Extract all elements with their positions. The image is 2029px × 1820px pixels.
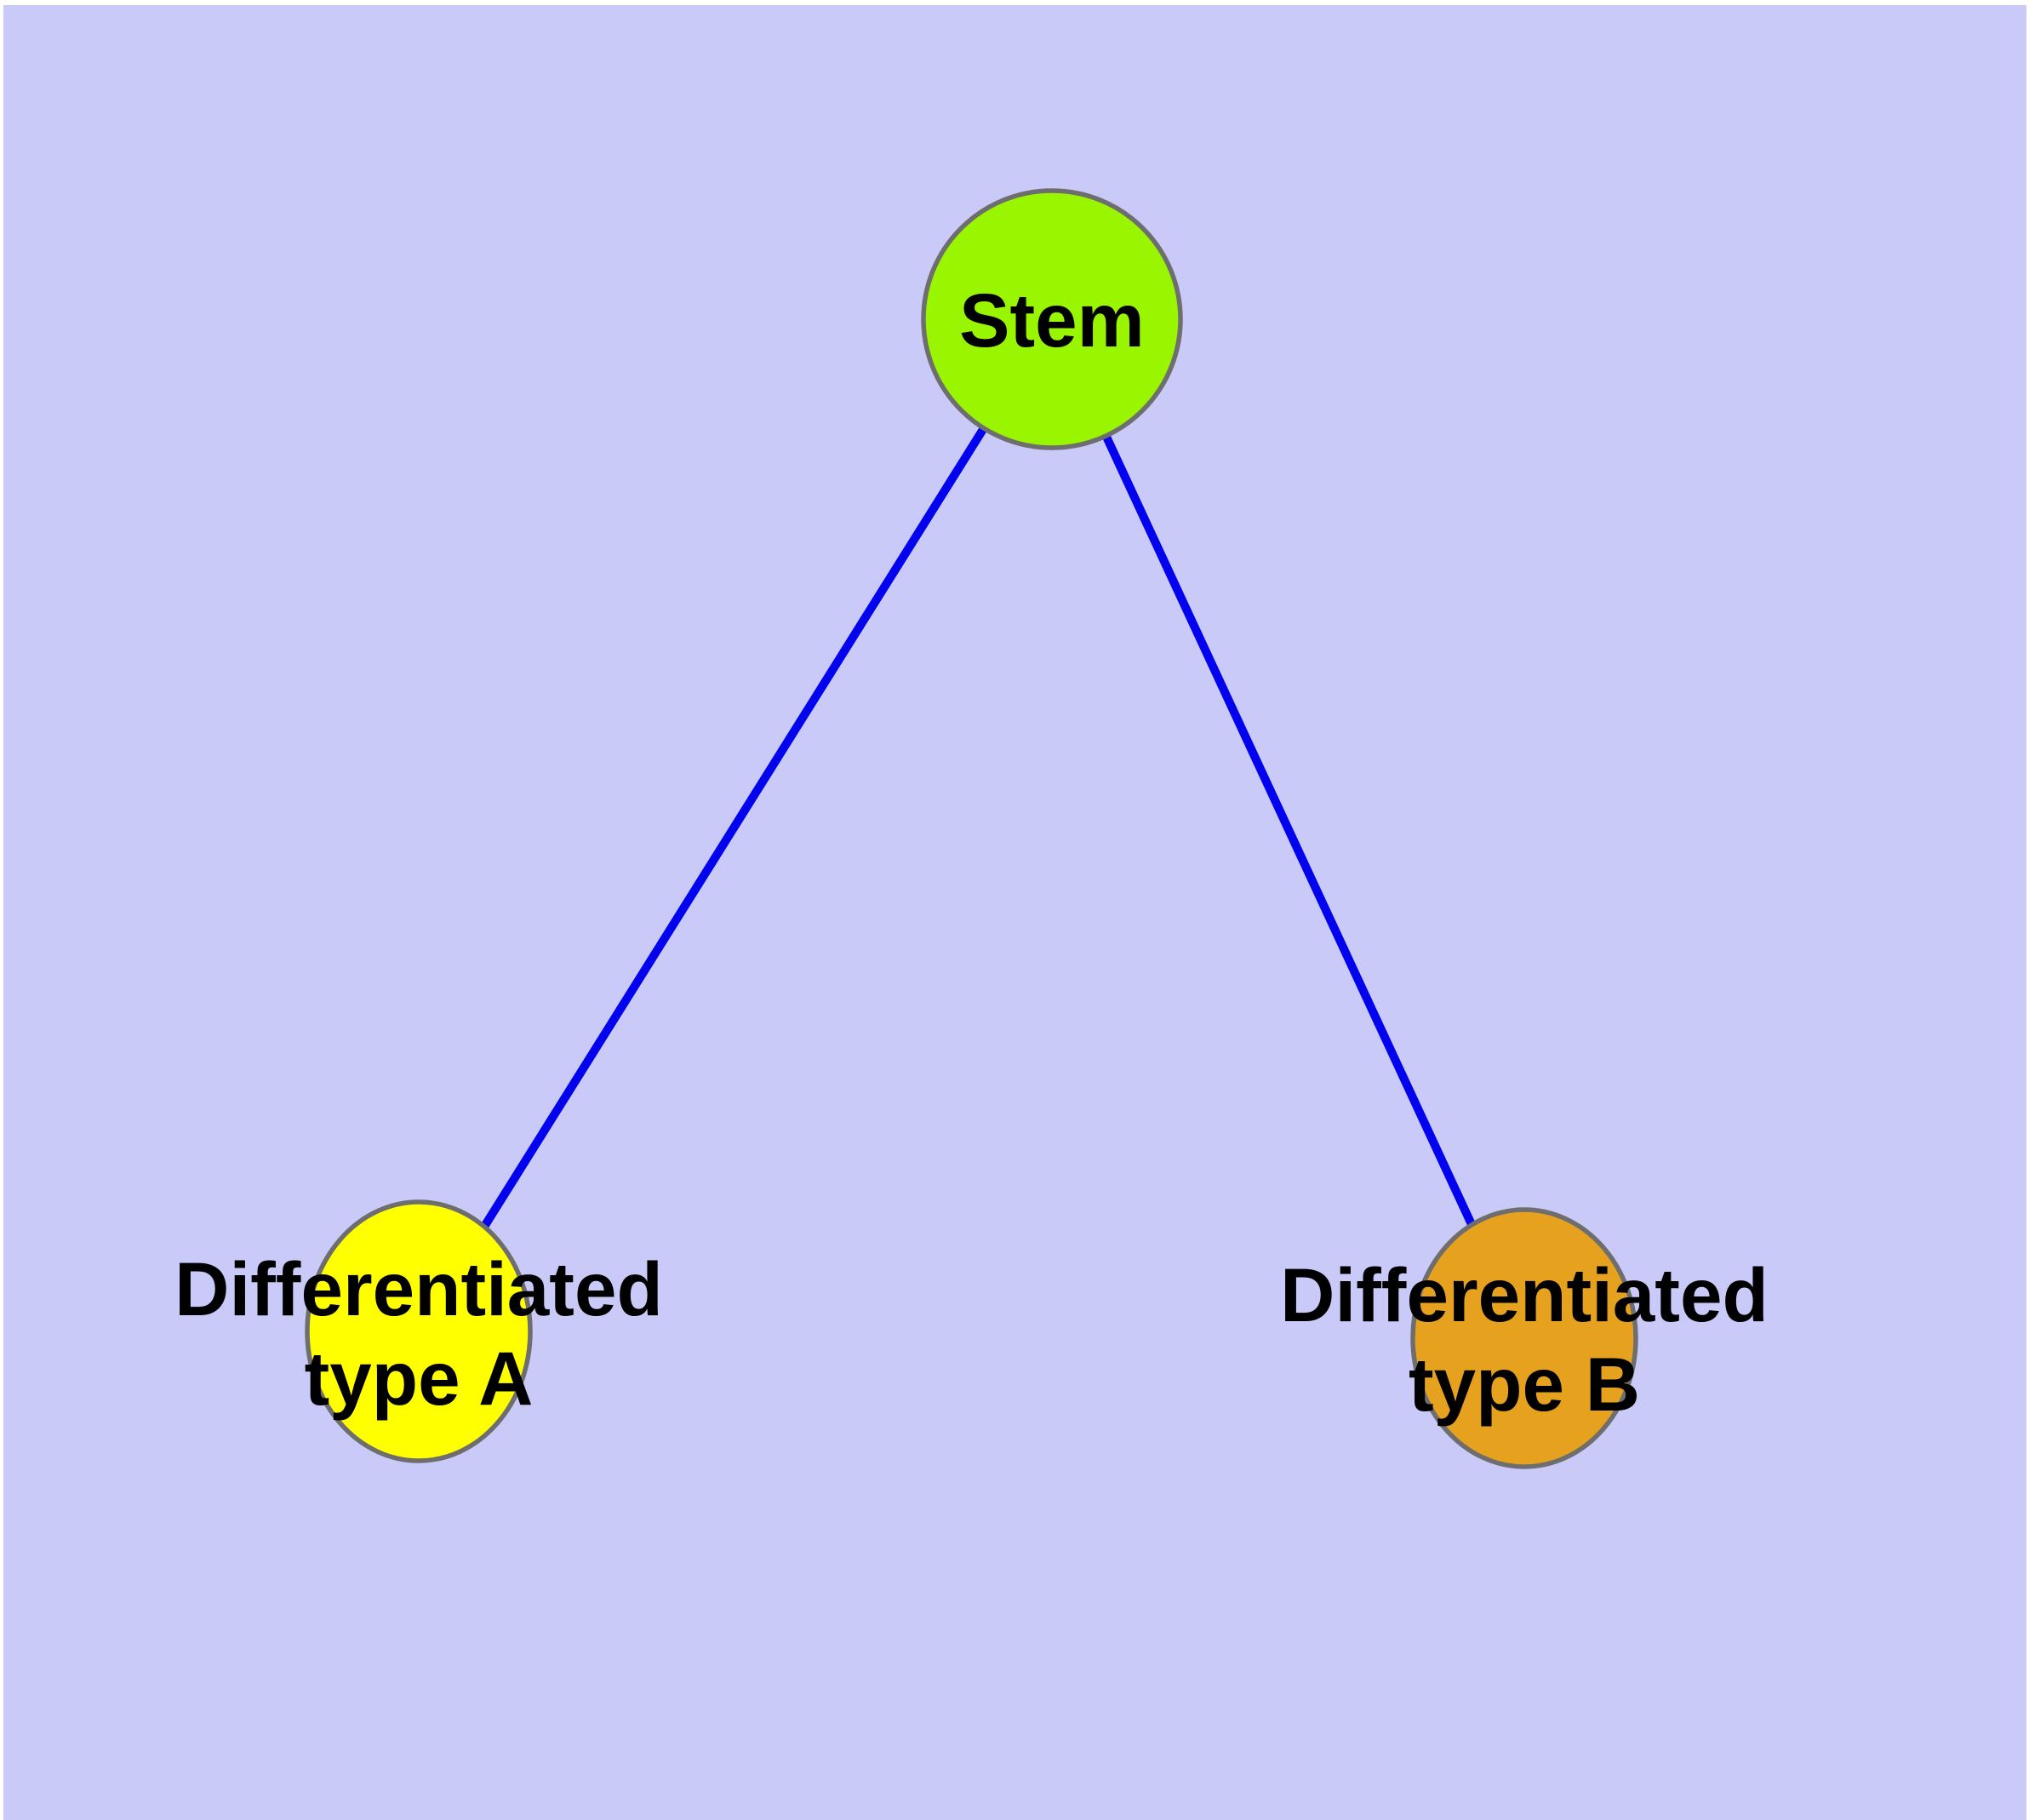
- node-type-a-label-line1: Differentiated: [174, 1246, 663, 1331]
- label-layer: Stem Differentiated type A Differentiate…: [174, 278, 1769, 1427]
- node-type-a-label-line2: type A: [305, 1336, 534, 1421]
- node-layer: [305, 188, 1638, 1469]
- edge-layer: [414, 317, 1529, 1341]
- node-differentiated-type-a[interactable]: [305, 1199, 533, 1463]
- edge-stem-to-type-a[interactable]: [414, 317, 1056, 1334]
- node-type-b-label-line1: Differentiated: [1280, 1252, 1769, 1337]
- node-differentiated-type-b[interactable]: [1410, 1207, 1638, 1469]
- node-stem-label: Stem: [959, 278, 1145, 363]
- node-type-b-label-line2: type B: [1409, 1342, 1640, 1427]
- node-stem[interactable]: [921, 188, 1183, 450]
- edge-stem-to-type-b[interactable]: [1048, 317, 1529, 1341]
